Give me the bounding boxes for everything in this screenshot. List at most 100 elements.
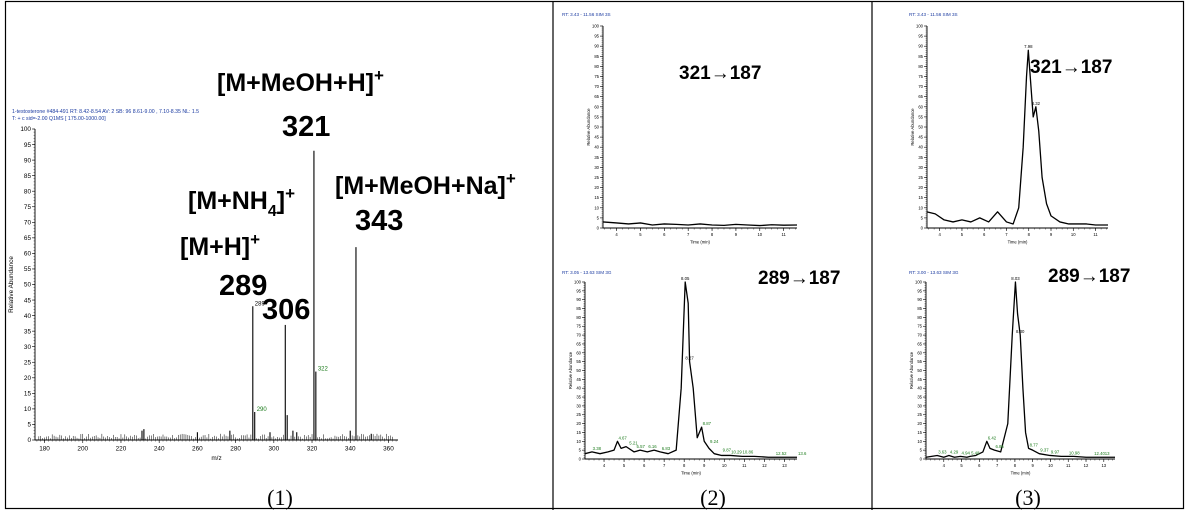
x-tick-label: 340 — [345, 445, 356, 452]
peak-label: 13.6 — [798, 451, 807, 456]
y-tick-label: 5 — [579, 448, 582, 453]
y-tick-label: 65 — [594, 94, 599, 99]
y-tick-label: 30 — [918, 165, 923, 170]
x-tick-label: 8 — [683, 463, 686, 468]
trace-line — [926, 49, 1108, 226]
panel-3-bottom-header: RT: 3.00 - 13.63 SIM 3G — [909, 270, 959, 275]
y-tick-label: 65 — [918, 94, 923, 99]
x-tick-label: 9 — [1050, 232, 1053, 237]
y-tick-label: 50 — [594, 124, 599, 129]
x-tick-label: 9 — [703, 463, 706, 468]
x-tick-label: 300 — [268, 445, 279, 452]
y-tick-label: 25 — [594, 175, 599, 180]
y-tick-label: 70 — [918, 84, 923, 89]
x-tick-label: 11 — [1066, 463, 1071, 468]
y-tick-label: 0 — [920, 456, 923, 461]
x-tick-label: 220 — [116, 445, 127, 452]
y-tick-label: 100 — [916, 23, 924, 28]
y-tick-label: 95 — [917, 288, 922, 293]
chart-3: 0510152025303540455055606570758085909510… — [568, 276, 807, 475]
peak-label: 8.77 — [1030, 442, 1039, 447]
y-tick-label: 15 — [24, 391, 32, 398]
y-tick-label: 20 — [917, 421, 922, 426]
y-tick-label: 65 — [576, 341, 581, 346]
peak-label: 8.87 — [703, 421, 712, 426]
ion-label-h: [M+H] — [180, 233, 250, 261]
y-tick-label: 20 — [24, 375, 32, 382]
y-tick-label: 60 — [24, 251, 32, 258]
ion-annotation-h: [M+H]+ 289 — [180, 230, 267, 302]
y-tick-label: 90 — [594, 44, 599, 49]
spectrum-header-line2: T: + c sid=-2.00 Q1MS [ 175.00-1000.00] — [12, 116, 106, 122]
y-tick-label: 25 — [576, 412, 581, 417]
y-tick-label: 10 — [24, 406, 32, 413]
y-tick-label: 15 — [594, 195, 599, 200]
x-tick-label: 10 — [722, 463, 727, 468]
figure-frame — [4, 0, 1185, 510]
x-tick-label: 7 — [1005, 232, 1008, 237]
y-tick-label: 10 — [917, 439, 922, 444]
ion-label-meoh-h: [M+MeOH+H] — [217, 69, 374, 97]
y-tick-label: 70 — [594, 84, 599, 89]
panel-2-bottom-header: RT: 3.05 - 13.63 SIM 3G — [562, 270, 612, 275]
y-tick-label: 85 — [918, 54, 923, 59]
x-tick-label: 9 — [1032, 463, 1035, 468]
x-tick-label: 7 — [663, 463, 666, 468]
panel-3-caption: (3) — [1015, 485, 1041, 510]
y-tick-label: 90 — [24, 157, 32, 164]
y-tick-label: 5 — [27, 422, 31, 429]
ion-annotation-meoh-h: [M+MeOH+H]+ 321 — [217, 66, 384, 143]
y-tick-label: 60 — [594, 104, 599, 109]
peak-label: 3.63 — [938, 449, 947, 454]
y-tick-label: 35 — [918, 155, 923, 160]
y-tick-label: 50 — [918, 124, 923, 129]
y-tick-label: 45 — [594, 135, 599, 140]
peak-label: 3.38 — [593, 446, 602, 451]
peak-label: 10.29 — [731, 449, 742, 454]
x-tick-label: 360 — [383, 445, 394, 452]
x-tick-label: 180 — [39, 445, 50, 452]
y-tick-label: 80 — [576, 315, 581, 320]
y-tick-label: 10 — [594, 205, 599, 210]
y-tick-label: 15 — [918, 195, 923, 200]
y-tick-label: 50 — [576, 368, 581, 373]
x-tick-label: 7 — [687, 232, 690, 237]
y-tick-label: 25 — [918, 175, 923, 180]
peak-label: 8.03 — [1011, 276, 1020, 281]
spectrum-header-line1: 1-testosterone #484-491 RT: 8.42-8.54 AV… — [12, 109, 199, 115]
y-tick-label: 5 — [920, 448, 923, 453]
x-tick-label: 4 — [939, 232, 942, 237]
chart-1: 0510152025303540455055606570758085909510… — [8, 126, 398, 462]
ion-annotation-nh4: [M+NH4]+ 306 — [188, 184, 310, 326]
y-tick-label: 20 — [576, 421, 581, 426]
ion-label-nh4: [M+NH — [188, 187, 268, 215]
y-tick-label: 25 — [917, 412, 922, 417]
x-tick-label: 10 — [1048, 463, 1053, 468]
y-tick-label: 80 — [24, 188, 32, 195]
panel-3-top-header: RT: 3.43 - 11.56 SIM 3S — [909, 12, 958, 17]
peak-label: 9.97 — [1051, 449, 1060, 454]
y-tick-label: 25 — [24, 359, 32, 366]
x-tick-label: 8 — [1028, 232, 1031, 237]
y-tick-label: 95 — [594, 34, 599, 39]
y-tick-label: 30 — [594, 165, 599, 170]
y-tick-label: 0 — [579, 456, 582, 461]
y-tick-label: 75 — [917, 324, 922, 329]
y-tick-label: 40 — [576, 386, 581, 391]
ion-annotation-meoh-na: [M+MeOH+Na]+ 343 — [335, 169, 516, 237]
y-axis-label: Relative Abundance — [586, 108, 591, 146]
peak-label: 4.29 — [950, 449, 959, 454]
x-tick-label: 4 — [603, 463, 606, 468]
y-tick-label: 20 — [918, 185, 923, 190]
y-tick-label: 95 — [918, 34, 923, 39]
x-tick-label: 13 — [782, 463, 787, 468]
y-tick-label: 70 — [24, 220, 32, 227]
y-tick-label: 40 — [594, 145, 599, 150]
y-tick-label: 85 — [24, 173, 32, 180]
y-tick-label: 75 — [24, 204, 32, 211]
y-tick-label: 30 — [576, 403, 581, 408]
y-tick-label: 45 — [24, 297, 32, 304]
x-tick-label: 320 — [307, 445, 318, 452]
x-tick-label: 6 — [663, 232, 666, 237]
peak-label: 6.85 — [995, 444, 1004, 449]
